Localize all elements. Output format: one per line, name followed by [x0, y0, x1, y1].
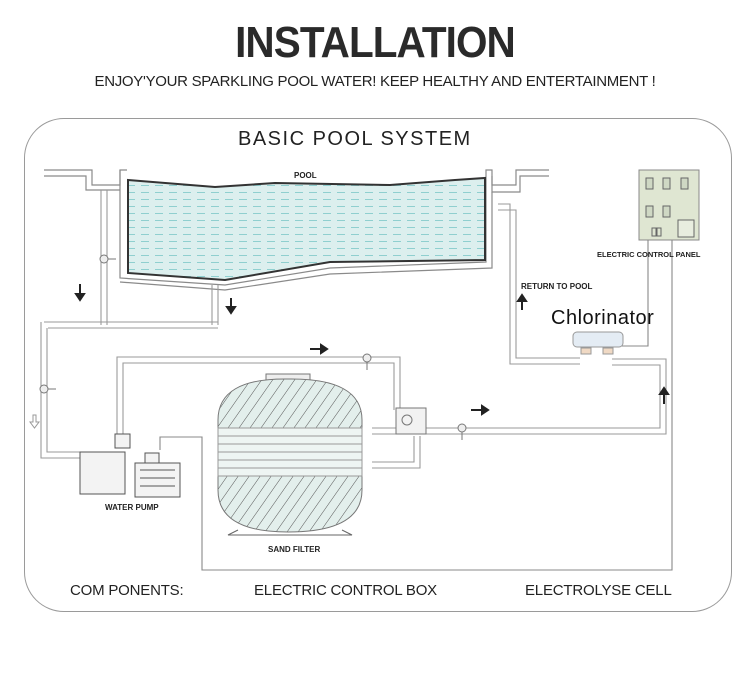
control-panel-label: ELECTRIC CONTROL PANEL — [597, 250, 701, 259]
pool-water — [127, 176, 486, 282]
chlorinator-label: Chlorinator — [551, 307, 655, 329]
page-title: INSTALLATION — [235, 18, 516, 67]
arrow-right-icon — [310, 343, 329, 355]
component-electrolyse-cell: ELECTROLYSE CELL — [525, 582, 672, 599]
pool-label: POOL — [294, 171, 317, 180]
electric-control-panel — [638, 169, 700, 241]
arrow-down-icon — [225, 298, 237, 315]
sand-filter-label: SAND FILTER — [268, 545, 321, 554]
arrow-up-icon — [658, 386, 670, 404]
pipe-network — [40, 190, 673, 571]
arrow-down-outline-icon — [29, 414, 40, 429]
diagram-title: BASIC POOL SYSTEM — [238, 128, 472, 150]
arrow-down-icon — [74, 284, 86, 302]
components-label: COM PONENTS: — [70, 582, 184, 599]
flow-arrows — [29, 284, 670, 429]
pool-wall — [44, 169, 549, 291]
arrow-up-icon — [516, 293, 528, 310]
chlorinator-cell — [572, 331, 624, 355]
page-subtitle: ENJOY'YOUR SPARKLING POOL WATER! KEEP HE… — [94, 73, 656, 90]
sand-filter — [217, 373, 427, 536]
return-to-pool-label: RETURN TO POOL — [521, 282, 593, 291]
valve-icon — [39, 254, 467, 440]
diagram-frame — [24, 118, 732, 612]
water-pump — [79, 433, 181, 498]
arrow-right-icon — [471, 404, 490, 416]
water-pump-label: WATER PUMP — [105, 503, 159, 512]
component-electric-control-box: ELECTRIC CONTROL BOX — [254, 582, 437, 599]
